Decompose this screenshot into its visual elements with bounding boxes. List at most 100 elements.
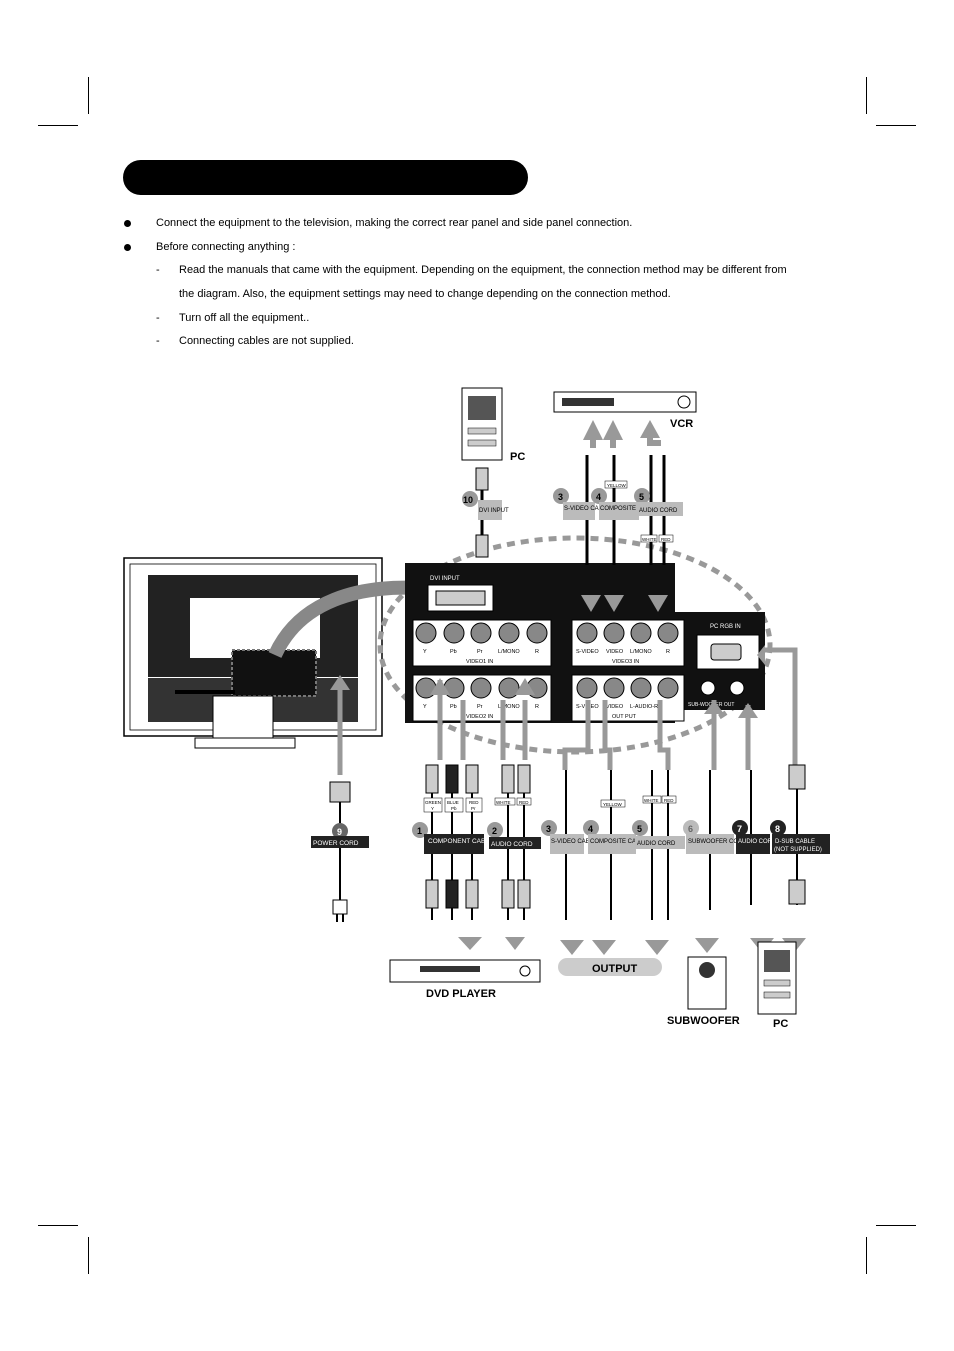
color-tag: RED (661, 537, 671, 542)
cable-label: D-SUB CABLE (775, 839, 815, 845)
pc-tower-top (461, 387, 503, 461)
cable-label: AUDIO CORD (738, 839, 777, 845)
color-tag: YELLOW (607, 483, 627, 488)
jack-label: L/MONO (498, 704, 520, 710)
jack-label: S-VIDEO (576, 649, 599, 655)
panel-dvi-label: DVI INPUT (430, 576, 460, 582)
pc-rgb-label: PC RGB IN (710, 624, 741, 630)
jack-label: Pb (450, 704, 457, 710)
cable-label: COMPONENT CABLE (428, 838, 494, 845)
cable-number: 7 (737, 824, 742, 834)
cable-number: 6 (688, 824, 693, 834)
vcr-device (553, 391, 697, 413)
cable-number: 3 (558, 492, 563, 502)
cable-label: COMPOSITE CABLE (600, 506, 657, 512)
crop-mark (38, 125, 78, 126)
jack-label: Pr (477, 649, 483, 655)
jack-label: R (535, 649, 539, 655)
cable-number: 2 (492, 826, 497, 836)
cable-label: AUDIO CORD (639, 508, 678, 514)
cable-number: 9 (337, 827, 342, 837)
jack-label: VIDEO (606, 704, 624, 710)
bullet-icon (124, 243, 131, 251)
cable-label: AUDIO CORD (637, 841, 676, 847)
cable-label: S-VIDEO CABLE (564, 506, 610, 512)
list-item: Connect the equipment to the television,… (124, 212, 844, 236)
sub-list-item: - Turn off all the equipment.. (124, 307, 844, 331)
jack-l (498, 622, 520, 644)
crop-mark (866, 77, 867, 114)
vcr-label: VCR (670, 418, 693, 430)
color-tag: Y (431, 806, 434, 811)
color-tag: YELLOW (603, 802, 623, 807)
subwoofer-label: SUBWOOFER (667, 1015, 740, 1027)
video3-label: VIDEO3 IN (612, 659, 639, 665)
cable-number: 5 (639, 492, 644, 502)
sub-list-item: - Connecting cables are not supplied. (124, 330, 844, 354)
sub-list-item: - Read the manuals that came with the eq… (124, 259, 844, 283)
crop-mark (88, 1237, 89, 1274)
sub-list-item-continued: the diagram. Also, the equipment setting… (124, 283, 844, 307)
color-tag: WHITE (496, 800, 511, 805)
bullet-icon (124, 220, 131, 227)
dash-marker: - (156, 264, 160, 277)
jack-label: Y (423, 649, 427, 655)
instruction-text: Connect the equipment to the television,… (156, 217, 633, 229)
jack-label: L-AUDIO-R (630, 704, 658, 710)
cable-number: 10 (463, 495, 473, 505)
dvd-player-label: DVD PLAYER (426, 988, 496, 1000)
section-title-bar (123, 160, 528, 195)
jack-label: Y (423, 704, 427, 710)
pc-top-label: PC (510, 451, 525, 463)
dash-marker: - (156, 311, 160, 324)
color-tag: Pr (471, 806, 476, 811)
color-tag: BLUE (447, 800, 459, 805)
cable-label: SUBWOOFER CORD (688, 839, 747, 845)
instruction-text: Before connecting anything : (156, 240, 296, 253)
dash-marker: - (156, 335, 160, 348)
cable-label: S-VIDEO CABLE (551, 839, 597, 845)
color-tag: RED (664, 798, 674, 803)
cable-label: AUDIO CORD (491, 841, 533, 848)
subwoofer-device (687, 956, 727, 1010)
tv-rear-illustration (123, 557, 383, 749)
output-label: OUT PUT (612, 714, 637, 720)
pc-bottom-label: PC (773, 1018, 788, 1030)
crop-mark (876, 125, 916, 126)
cable-number: 5 (637, 824, 642, 834)
crop-mark (38, 1225, 78, 1226)
instruction-text: the diagram. Also, the equipment setting… (179, 288, 671, 301)
jack-label: Pb (450, 649, 457, 655)
instruction-text: Turn off all the equipment.. (179, 311, 310, 324)
crop-mark (876, 1225, 916, 1226)
video2-label: VIDEO2 IN (466, 714, 493, 720)
cable-label: DVI INPUT (479, 508, 509, 514)
cable-number: 4 (596, 492, 601, 502)
color-tag: RED (519, 800, 529, 805)
crop-mark (88, 77, 89, 114)
jack-pb (443, 622, 465, 644)
jack-label: Pr (477, 704, 483, 710)
jack-y (415, 622, 437, 644)
jack-pr (470, 622, 492, 644)
color-tag: RED (469, 800, 479, 805)
cable-number: 8 (775, 824, 780, 834)
dvd-player (389, 959, 541, 983)
output-pill (558, 958, 662, 976)
cable-number: 1 (417, 826, 422, 836)
jack-label: R (535, 704, 539, 710)
color-tag: WHITE (642, 537, 657, 542)
color-tag: GREEN (425, 800, 441, 805)
cable-number: 3 (546, 824, 551, 834)
jack-label: L/MONO (630, 649, 652, 655)
output-device-label: OUTPUT (592, 963, 638, 975)
jack-label: R (666, 649, 670, 655)
jack-label: VIDEO (606, 649, 624, 655)
jack-label: L/MONO (498, 649, 520, 655)
cable-number: 4 (588, 824, 593, 834)
jack-r (526, 622, 548, 644)
color-tag: WHITE (644, 798, 659, 803)
cable-label: POWER CORD (313, 840, 359, 847)
cable-label: COMPOSITE CABLE (590, 839, 647, 845)
